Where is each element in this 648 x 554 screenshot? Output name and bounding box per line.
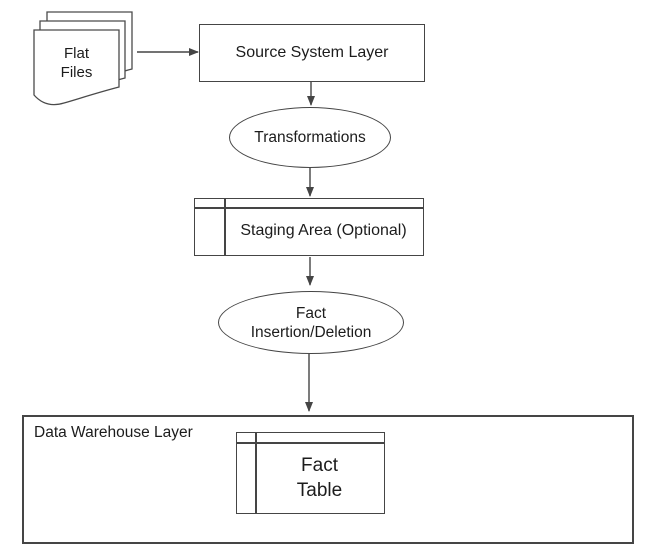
staging-area-label: Staging Area (Optional) xyxy=(240,222,407,239)
staging-area-cell: Staging Area (Optional) xyxy=(224,207,423,255)
staging-header-line xyxy=(195,207,423,209)
node-source-system-layer: Source System Layer xyxy=(199,24,425,82)
node-fact-insertion-deletion: Fact Insertion/Deletion xyxy=(218,291,404,354)
node-flat-files-label: Flat Files xyxy=(60,45,93,81)
fact-insertion-deletion-label: Fact Insertion/Deletion xyxy=(250,304,372,341)
transformations-label: Transformations xyxy=(254,129,366,146)
fact-table-left-divider xyxy=(255,433,257,513)
data-warehouse-layer-label: Data Warehouse Layer xyxy=(34,424,193,441)
fact-table-cell: Fact Table xyxy=(255,442,384,513)
node-fact-table: Fact Table xyxy=(236,432,385,514)
flat-files-stack-icon xyxy=(33,11,133,106)
fact-table-label: Fact Table xyxy=(296,454,343,501)
document-page-front xyxy=(33,29,120,106)
node-staging-area: Staging Area (Optional) xyxy=(194,198,424,256)
staging-left-divider xyxy=(224,199,226,255)
node-transformations: Transformations xyxy=(229,107,391,168)
fact-table-header-line xyxy=(237,442,384,444)
source-system-layer-label: Source System Layer xyxy=(235,44,389,61)
